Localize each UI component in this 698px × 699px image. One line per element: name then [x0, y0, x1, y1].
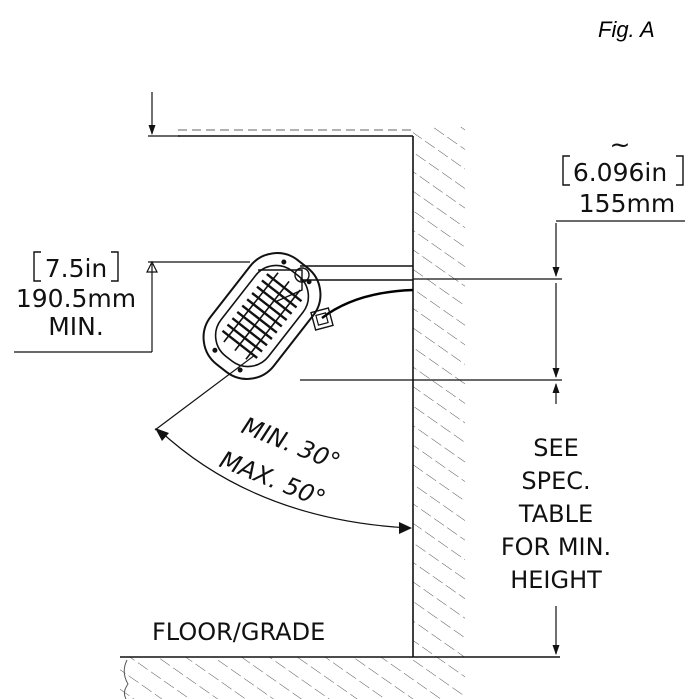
- svg-text:SEE: SEE: [533, 434, 579, 462]
- floor-break-edge: [123, 659, 129, 699]
- heater-icon: [202, 252, 322, 380]
- svg-text:~: ~: [610, 130, 631, 159]
- floor-hatching: [120, 657, 465, 699]
- svg-text:SPEC.: SPEC.: [521, 467, 590, 495]
- power-cord: [321, 288, 414, 319]
- height-dimension: [14, 92, 250, 353]
- svg-text:TABLE: TABLE: [518, 500, 593, 528]
- junction-box-icon: [310, 307, 334, 331]
- heater-height-label: 7.5in 190.5mm MIN.: [16, 251, 136, 341]
- tilt-angle-arc: [154, 354, 412, 534]
- spec-note: SEE SPEC. TABLE FOR MIN. HEIGHT: [501, 434, 611, 594]
- svg-text:6.096in: 6.096in: [573, 158, 667, 187]
- floor-label: FLOOR/GRADE: [152, 618, 325, 646]
- top-offset-label: ~ 6.096in 155mm: [562, 130, 684, 218]
- figure-label: Fig. A: [598, 17, 655, 42]
- svg-text:FOR MIN.: FOR MIN.: [501, 533, 611, 561]
- svg-text:155mm: 155mm: [579, 189, 675, 218]
- wall-hatching: [413, 127, 465, 657]
- svg-text:190.5mm: 190.5mm: [16, 284, 136, 313]
- svg-text:7.5in: 7.5in: [45, 254, 108, 283]
- svg-text:HEIGHT: HEIGHT: [510, 566, 602, 594]
- svg-text:MIN.: MIN.: [48, 312, 104, 341]
- offset-dimension: [300, 220, 685, 655]
